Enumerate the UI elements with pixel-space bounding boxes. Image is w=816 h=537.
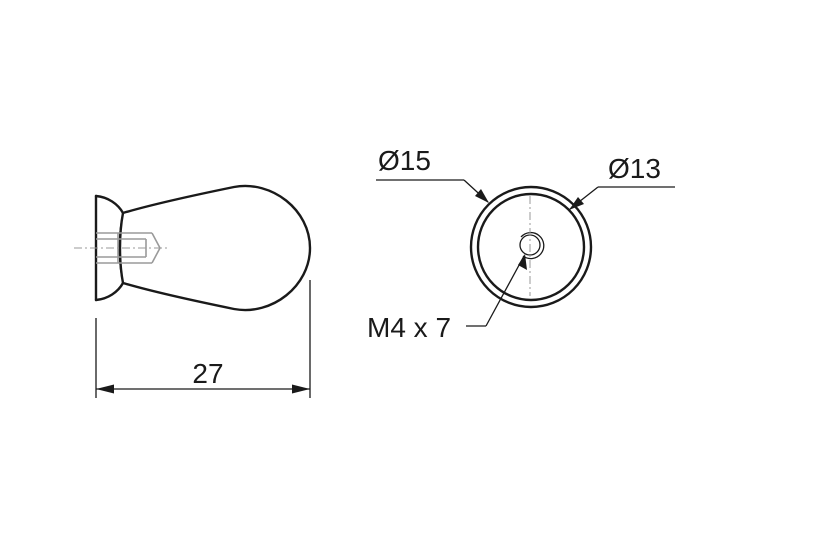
thread-arrow [518, 254, 527, 270]
length-dimension-text: 27 [192, 358, 223, 389]
thread-callout: M4 x 7 [367, 254, 527, 343]
dimension-arrow-right [292, 384, 310, 394]
outer-circle [469, 185, 593, 309]
knob-body-profile [118, 184, 312, 312]
inner-diameter-text: Ø13 [608, 153, 661, 184]
knob-neck-line [118, 212, 124, 284]
outer-diameter-callout: Ø15 [376, 145, 489, 203]
length-dimension: 27 [95, 280, 311, 398]
outer-diameter-arrow [475, 189, 489, 203]
thread-text: M4 x 7 [367, 312, 451, 343]
inner-diameter-callout: Ø13 [569, 153, 675, 210]
thread-leader [485, 255, 525, 327]
dimension-arrow-left [96, 384, 114, 394]
side-view: 27 [74, 184, 312, 398]
knob-base-flange [94, 194, 125, 302]
inner-circle [476, 192, 586, 302]
end-view: Ø15 Ø13 M4 x 7 [367, 145, 675, 343]
inner-diameter-arrow [569, 197, 584, 210]
thread-hole-outer-arc [520, 231, 545, 260]
outer-diameter-text: Ø15 [378, 145, 431, 176]
